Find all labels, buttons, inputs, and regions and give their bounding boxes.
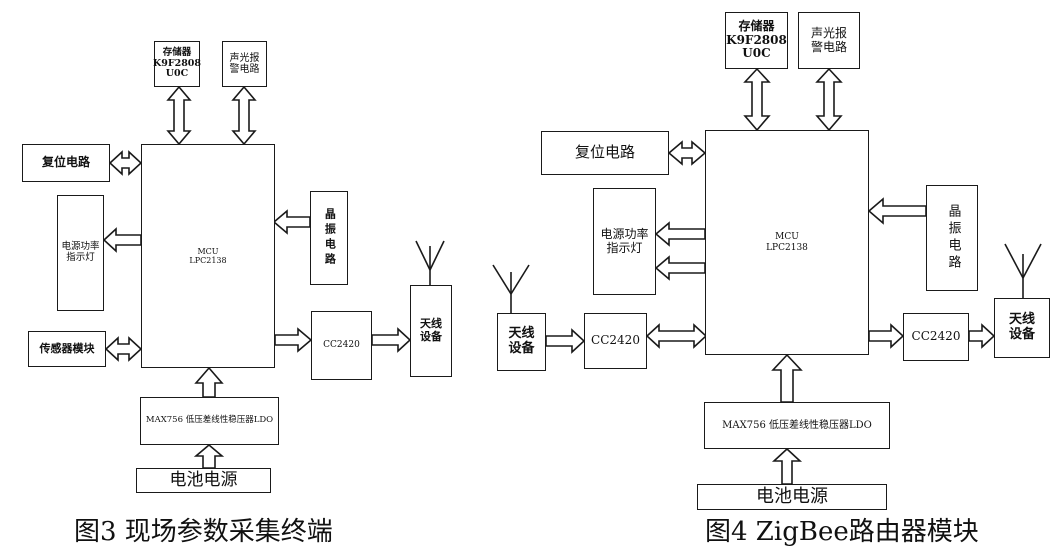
arrow-cc2420-mcu-left [645, 323, 708, 349]
fig4-battery-box: 电池电源 [697, 484, 887, 510]
fig4-antenna-left-box: 天线 设备 [497, 313, 546, 371]
fig3-antenna-label: 天线 设备 [420, 317, 442, 343]
fig4-memory-box: 存储器 K9F2808 U0C [725, 12, 788, 69]
arrow-cc2420-antenna [371, 327, 412, 353]
arrow-alarm-mcu [815, 67, 843, 132]
fig4-reset-label: 复位电路 [574, 143, 635, 162]
fig4-cc2420-right-box: CC2420 [903, 313, 969, 361]
fig4-cc2420-left-box: CC2420 [584, 313, 647, 369]
fig4-crystal-label: 晶振电路 [945, 204, 961, 272]
fig3-reset-label: 复位电路 [41, 155, 90, 170]
arrow-mcu-powerled-upper [654, 221, 706, 247]
arrow-cc2420-antenna-right [968, 323, 996, 349]
arrow-reset-mcu [108, 150, 143, 176]
arrow-mcu-powerled-lower [654, 255, 706, 281]
fig4-antenna-right-box: 天线 设备 [994, 298, 1050, 358]
fig3-crystal-label: 晶振电路 [323, 208, 337, 268]
fig4-antenna-left-icon [492, 264, 530, 313]
fig3-cc2420-label: CC2420 [323, 340, 360, 351]
fig3-battery-label: 电池电源 [169, 469, 238, 490]
arrow-reset-mcu [667, 140, 707, 166]
fig3-memory-box: 存储器 K9F2808 U0C [152, 41, 202, 87]
arrow-mcu-powerled [102, 227, 142, 253]
fig4-ldo-label: MAX756 低压差线性稳压器LDO [722, 419, 872, 431]
fig3-alarm-box: 声光报 警电路 [222, 41, 267, 87]
fig4-antenna-right-icon [1004, 243, 1042, 298]
fig3-alarm-label: 声光报 警电路 [229, 52, 260, 76]
fig3-cc2420-box: CC2420 [311, 311, 372, 380]
fig4-cc2420-left-label: CC2420 [591, 333, 640, 348]
arrow-battery-ldo [193, 443, 225, 469]
fig3-antenna-box: 天线 设备 [410, 285, 452, 377]
fig4-memory-label: 存储器 K9F2808 U0C [726, 18, 787, 61]
fig3-connectors [102, 85, 445, 469]
arrow-crystal-mcu [272, 209, 311, 235]
fig3-crystal-box: 晶振电路 [310, 191, 348, 285]
arrow-crystal-mcu [867, 197, 927, 225]
arrow-mcu-cc2420 [274, 327, 313, 353]
arrow-memory-mcu [166, 85, 192, 146]
fig4-antenna-left-label: 天线 设备 [508, 326, 535, 356]
fig3-reset-box: 复位电路 [22, 144, 110, 182]
fig4-mcu-label: MCU LPC2138 [766, 232, 808, 253]
fig3-ldo-label: MAX756 低压差线性稳压器LDO [145, 415, 274, 426]
fig3-power-led-label: 电源功率 指示灯 [61, 241, 100, 263]
fig3-sensor-box: 传感器模块 [28, 331, 106, 367]
arrow-memory-mcu [743, 67, 771, 132]
arrow-sensor-mcu [104, 336, 143, 362]
fig3-antenna-icon [415, 240, 445, 285]
fig4-power-led-label: 电源功率 指示灯 [600, 226, 649, 255]
fig3-ldo-box: MAX756 低压差线性稳压器LDO [140, 397, 279, 445]
arrow-battery-ldo [771, 447, 803, 485]
fig3-mcu-label: MCU LPC2138 [189, 246, 227, 265]
fig4-power-led-box: 电源功率 指示灯 [593, 188, 656, 295]
fig3-mcu-box: MCU LPC2138 [141, 144, 275, 368]
fig4-cc2420-right-label: CC2420 [911, 329, 961, 344]
fig3-battery-box: 电池电源 [136, 468, 271, 493]
arrow-alarm-mcu [231, 85, 257, 146]
fig4-crystal-box: 晶振电路 [926, 185, 978, 291]
fig3-power-led-box: 电源功率 指示灯 [57, 195, 104, 311]
fig4-reset-box: 复位电路 [541, 131, 669, 175]
fig3-caption: 图3 现场参数采集终端 [74, 517, 333, 547]
fig4-ldo-box: MAX756 低压差线性稳压器LDO [704, 402, 890, 449]
arrow-mcu-cc2420-right [868, 323, 905, 349]
arrow-antenna-cc2420-left [545, 328, 586, 354]
arrow-ldo-mcu [771, 353, 803, 403]
fig4-caption: 图4 ZigBee路由器模块 [705, 517, 979, 547]
fig4-alarm-box: 声光报 警电路 [798, 12, 860, 69]
fig4-mcu-box: MCU LPC2138 [705, 130, 869, 355]
fig3-sensor-label: 传感器模块 [39, 341, 95, 355]
fig4-battery-label: 电池电源 [756, 485, 828, 507]
fig4-alarm-label: 声光报 警电路 [810, 25, 847, 54]
fig3-memory-label: 存储器 K9F2808 U0C [152, 46, 202, 80]
fig4-antenna-right-label: 天线 设备 [1008, 312, 1035, 342]
arrow-ldo-mcu [194, 366, 224, 398]
